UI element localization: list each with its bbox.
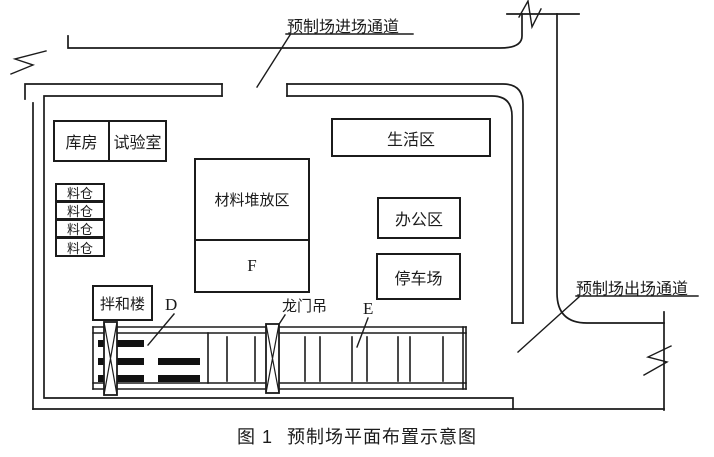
silo-2: 料仓 <box>55 201 105 220</box>
material-area-letter-f: F <box>247 256 257 275</box>
yard-wall <box>32 83 665 410</box>
gantry-crane-legs <box>103 321 280 396</box>
silo-4: 料仓 <box>55 237 105 257</box>
silo-1: 料仓 <box>55 183 105 202</box>
material-stacking-area: 材料堆放区 F <box>194 158 310 293</box>
warehouse-room-label: 库房 <box>55 122 110 160</box>
entrance-road <box>10 0 580 100</box>
figure-caption-number: 图 1 <box>236 427 273 447</box>
mixing-plant: 拌和楼 <box>92 285 153 321</box>
parking-lot: 停车场 <box>376 253 461 300</box>
marker-e-casting-beds: E <box>363 299 374 318</box>
stored-beams <box>98 340 200 382</box>
figure-caption: 图 1 预制场平面布置示意图 <box>0 423 714 449</box>
label-leader-lines <box>147 33 699 353</box>
entrance-road-label: 预制场进场通道 <box>287 19 400 36</box>
exit-road-label: 预制场出场通道 <box>576 281 689 298</box>
living-area: 生活区 <box>331 118 491 157</box>
marker-d-beam-storage: D <box>165 295 178 314</box>
lab-room-label: 试验室 <box>113 135 162 152</box>
warehouse-lab-building: 库房 试验室 <box>53 120 167 162</box>
silo-3: 料仓 <box>55 219 105 238</box>
exit-road <box>556 13 672 411</box>
material-stacking-area-label: 材料堆放区 <box>196 160 308 241</box>
office-area: 办公区 <box>377 197 461 239</box>
figure-caption-title: 预制场平面布置示意图 <box>287 427 477 447</box>
gantry-crane-label: 龙门吊 <box>282 298 328 315</box>
